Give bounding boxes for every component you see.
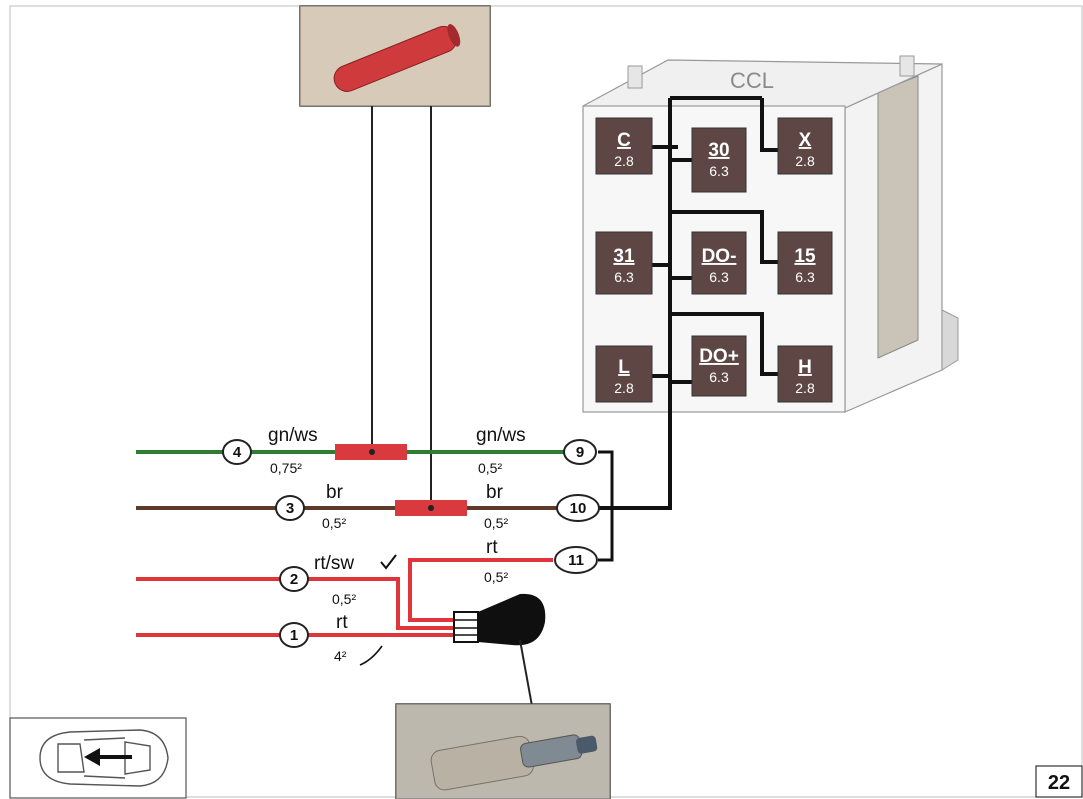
pin-30: 30 6.3 bbox=[691, 127, 747, 193]
label-w3-color: br bbox=[326, 482, 344, 503]
pin-l-name: L bbox=[618, 357, 630, 378]
pin-c: C 2.8 bbox=[595, 117, 653, 175]
pin-x-name: X bbox=[799, 130, 812, 151]
label-w11-section: 0,5² bbox=[484, 569, 508, 585]
label-w2-color: rt/sw bbox=[314, 553, 354, 574]
wire-red-11 bbox=[408, 558, 553, 622]
car-topview-icon bbox=[39, 729, 169, 787]
label-w4-section: 0,75² bbox=[270, 460, 302, 476]
label-w10-section: 0,5² bbox=[484, 515, 508, 531]
pin-h-name: H bbox=[798, 357, 812, 378]
badge-4: 4 bbox=[222, 439, 252, 465]
harness-wires bbox=[136, 450, 672, 637]
label-w10-color: br bbox=[486, 482, 504, 503]
pin-h: H 2.8 bbox=[777, 345, 833, 403]
label-w11-color: rt bbox=[486, 537, 498, 558]
pin-l: L 2.8 bbox=[595, 345, 653, 403]
sleeve-photo bbox=[299, 5, 491, 107]
svg-text:4: 4 bbox=[233, 444, 242, 461]
badge-9: 9 bbox=[563, 439, 597, 465]
page-number: 22 bbox=[1048, 772, 1070, 794]
badge-1: 1 bbox=[279, 622, 309, 648]
svg-text:3: 3 bbox=[286, 500, 294, 517]
pin-do-plus: DO+ 6.3 bbox=[691, 335, 747, 397]
crimp-connector bbox=[453, 593, 546, 707]
page-number-box: 22 bbox=[1035, 765, 1083, 798]
crimp-body bbox=[478, 593, 546, 646]
pin-do-minus: DO- 6.3 bbox=[691, 231, 747, 295]
badge-3: 3 bbox=[275, 495, 305, 521]
crimp-photo bbox=[395, 703, 611, 799]
pin-15: 15 6.3 bbox=[777, 231, 833, 295]
connector-clip bbox=[941, 309, 959, 371]
car-location-thumbnail bbox=[9, 717, 187, 799]
pin-15-name: 15 bbox=[794, 246, 816, 267]
pin-x: X 2.8 bbox=[777, 117, 833, 175]
pin-c-size: 2.8 bbox=[614, 153, 634, 169]
check-mark-icon bbox=[380, 554, 397, 570]
svg-text:2: 2 bbox=[290, 571, 298, 588]
pin-x-size: 2.8 bbox=[795, 153, 815, 169]
svg-text:10: 10 bbox=[570, 500, 587, 517]
connector-latch-left bbox=[627, 65, 643, 89]
pin-31-name: 31 bbox=[613, 246, 635, 267]
svg-text:11: 11 bbox=[568, 552, 584, 569]
wire-red-black-route bbox=[304, 577, 456, 630]
pin-c-name: C bbox=[617, 130, 631, 151]
label-w3-section: 0,5² bbox=[322, 515, 346, 531]
pin-l-size: 2.8 bbox=[614, 380, 634, 396]
ccl-connector: CCL C 2.8 30 6.3 X bbox=[582, 55, 959, 505]
connector-slot bbox=[877, 75, 919, 359]
label-w9-section: 0,5² bbox=[478, 460, 502, 476]
label-w4-color: gn/ws bbox=[268, 425, 318, 446]
pin-30-size: 6.3 bbox=[709, 163, 729, 179]
svg-text:9: 9 bbox=[576, 444, 584, 461]
bundle-to-connector bbox=[598, 505, 672, 510]
pin-31: 31 6.3 bbox=[595, 231, 653, 295]
pin-do-minus-name: DO- bbox=[702, 246, 737, 267]
badge-2: 2 bbox=[279, 566, 309, 592]
connector-latch-right bbox=[899, 55, 915, 77]
connector-internal-wiring bbox=[652, 96, 784, 505]
badge-11: 11 bbox=[554, 546, 598, 574]
crimp-pointer-line bbox=[519, 639, 533, 707]
pin-do-plus-name: DO+ bbox=[699, 346, 739, 367]
label-w2-section: 0,5² bbox=[332, 591, 356, 607]
badge-10: 10 bbox=[556, 494, 600, 522]
label-w9-color: gn/ws bbox=[476, 425, 526, 446]
pin-15-size: 6.3 bbox=[795, 269, 815, 285]
connector-title: CCL bbox=[730, 68, 774, 93]
pin-31-size: 6.3 bbox=[614, 269, 634, 285]
wire-labels: gn/ws 0,75² gn/ws 0,5² br 0,5² br 0,5² r… bbox=[268, 425, 526, 666]
pin-do-plus-size: 6.3 bbox=[709, 369, 729, 385]
pin-h-size: 2.8 bbox=[795, 380, 815, 396]
slash-check-icon bbox=[359, 645, 383, 666]
svg-text:1: 1 bbox=[290, 627, 298, 644]
pin-do-minus-size: 6.3 bbox=[709, 269, 729, 285]
wire-badges: 4 3 2 1 9 10 11 bbox=[222, 439, 600, 648]
label-w1-color: rt bbox=[336, 612, 348, 633]
pin-30-name: 30 bbox=[708, 140, 729, 161]
label-w1-section: 4² bbox=[334, 648, 347, 664]
